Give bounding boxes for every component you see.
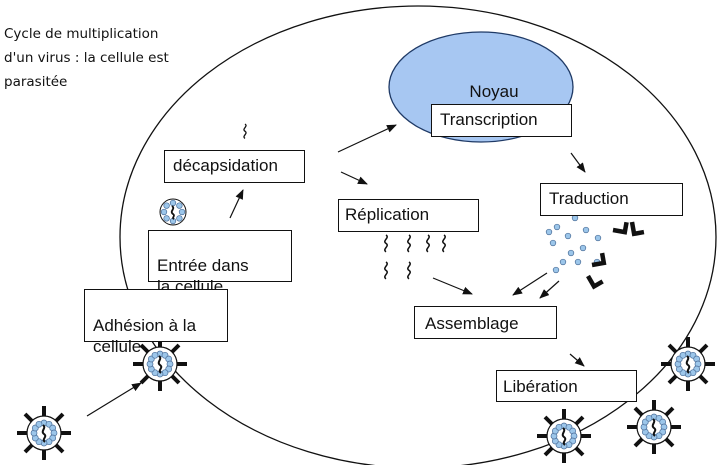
- virus-particle-icon: [625, 398, 683, 456]
- rna-strand-icon: [384, 261, 388, 280]
- nucleus-label: Noyau: [469, 82, 518, 101]
- viral-protein-icon: [632, 220, 644, 234]
- arrow-replication-to-assembly: [432, 277, 473, 295]
- rna-strand-icon: [442, 234, 446, 253]
- viral-protein-icon: [613, 220, 627, 232]
- step-decapsidation-label: décapsidation: [173, 156, 278, 175]
- arrow-decapsidation-to-nucleus: [337, 124, 397, 153]
- step-traduction: Traduction: [540, 183, 683, 216]
- rna-strand-icon: [407, 234, 411, 253]
- rna-strand-icon: [426, 234, 430, 253]
- capsid-icon: [159, 198, 187, 226]
- arrow-proteins-to-assembly: [539, 280, 560, 299]
- virus-particle-icon: [15, 404, 73, 462]
- step-entree: Entrée dans la cellule: [148, 230, 292, 296]
- step-liberation-label: Libération: [503, 377, 578, 396]
- virus-particle-icon: [535, 407, 593, 465]
- arrow-assembly-to-liberation: [569, 353, 585, 367]
- arrow-entry-to-decapsidation: [229, 189, 244, 219]
- page-title: Cycle de multiplication d'un virus : la …: [4, 26, 169, 90]
- arrow-outside-to-adhesion: [86, 382, 142, 417]
- arrow-traduction-to-assembly: [512, 272, 548, 296]
- viral-protein-icon: [588, 271, 603, 286]
- arrow-decapsidation-to-replication: [340, 171, 368, 185]
- step-transcription-label: Transcription: [440, 110, 538, 129]
- rna-strand-icon: [384, 234, 388, 253]
- step-decapsidation: décapsidation: [164, 150, 305, 183]
- virus-particle-icon: [659, 335, 717, 393]
- step-adhesion: Adhésion à la cellule: [84, 289, 228, 356]
- step-adhesion-label: Adhésion à la cellule: [93, 316, 197, 356]
- rna-strand-icon: [407, 261, 411, 280]
- step-liberation: Libération: [496, 370, 637, 402]
- step-replication: Réplication: [338, 199, 479, 232]
- step-assemblage: Assemblage: [414, 306, 557, 339]
- arrow-transcription-to-traduction: [570, 152, 586, 173]
- step-traduction-label: Traduction: [549, 189, 629, 208]
- capsid-subunit-icon: [545, 214, 602, 274]
- step-replication-label: Réplication: [345, 205, 430, 224]
- step-transcription: Transcription: [431, 104, 572, 137]
- rna-strand-icon: [243, 123, 247, 140]
- step-assemblage-label: Assemblage: [425, 314, 519, 333]
- cell-membrane: [119, 5, 717, 465]
